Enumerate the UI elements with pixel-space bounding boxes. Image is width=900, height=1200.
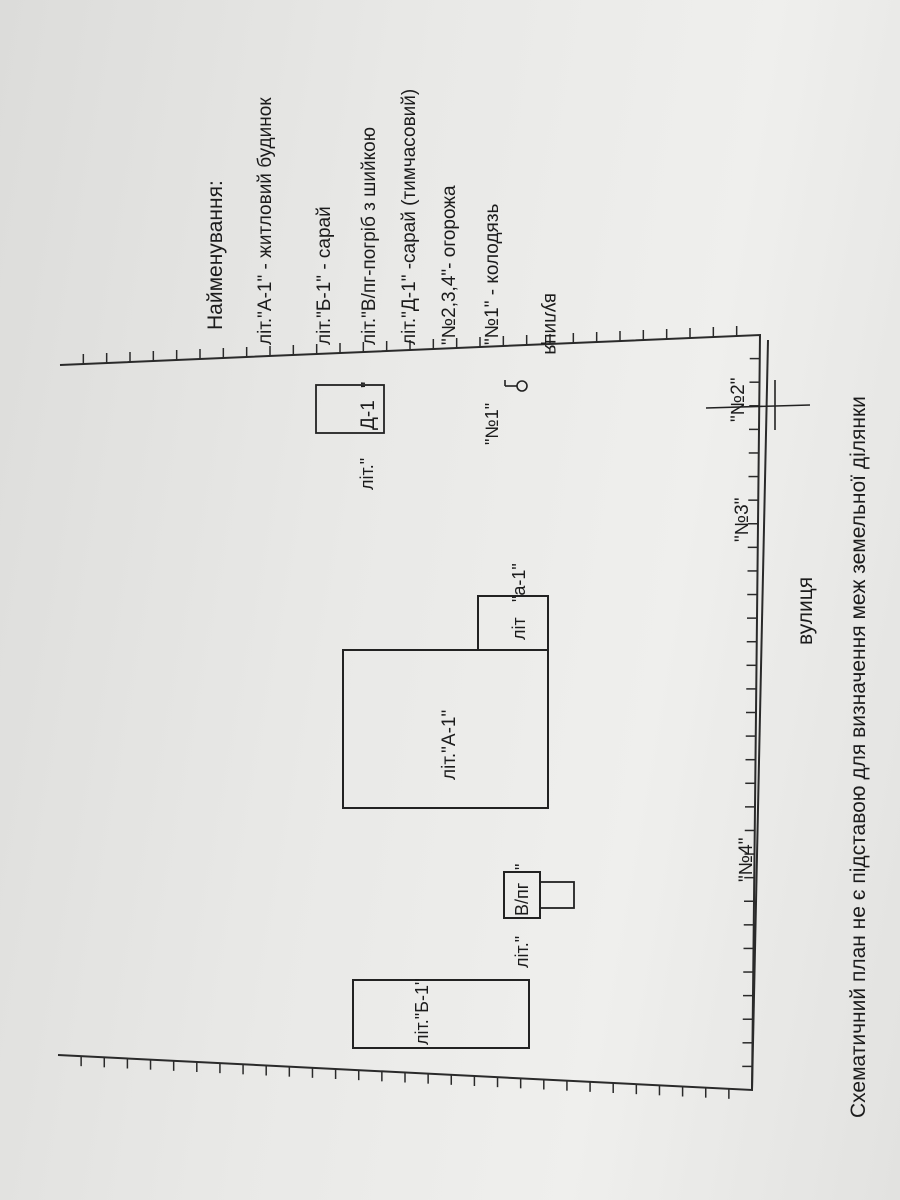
plot-boundary <box>57 333 762 1092</box>
legend-item-6: "№1" - колодязь <box>482 203 503 345</box>
legend-item-5: "№2,3,4"- огорожа <box>439 185 460 345</box>
disclaimer-caption: Схематичний план не є підставою для визн… <box>847 396 870 1118</box>
building-a1-label: літ."А-1" <box>439 710 460 780</box>
building-a1-annex-label: "а-1" <box>509 563 529 602</box>
legend-item-1: літ."А-1" - житловий будинок <box>255 97 276 345</box>
cellar-v-suffix: " <box>512 864 532 870</box>
building-a1-annex <box>477 595 549 651</box>
building-b1-label: літ."Б-1" <box>412 979 432 1045</box>
fence-n2-marker <box>705 404 811 409</box>
fence-n2-label: "№2" <box>728 378 749 422</box>
well-label: "№1" <box>482 403 502 445</box>
cellar-v-prefix: літ." <box>512 936 532 968</box>
shed-d1-suffix: " <box>358 382 378 388</box>
street-bottom-label: вулиця <box>794 577 817 645</box>
cellar-v-label: В/пг <box>512 882 532 916</box>
building-a1 <box>342 649 549 809</box>
shed-d1-box <box>315 384 385 434</box>
legend-title: Найменування: <box>204 180 227 330</box>
legend-item-4: літ."Д-1" -сарай (тимчасовий) <box>399 89 420 345</box>
fence-n3-label: "№3" <box>732 498 753 542</box>
boundary-ticks <box>80 326 760 1099</box>
fence-n4-label: "№4" <box>736 838 757 882</box>
street-right-label: вулиця <box>540 293 561 355</box>
cellar-v-neck <box>539 881 575 909</box>
shed-d1-prefix: літ." <box>357 458 377 490</box>
building-a1-annex-prefix: літ <box>509 617 529 640</box>
legend-item-3: літ."В/пг-погріб з шийкою <box>359 127 380 345</box>
well-icon <box>504 380 528 392</box>
fence-line-bottom <box>751 339 769 1091</box>
building-b1 <box>352 979 530 1049</box>
shed-d1-label: Д-1 <box>358 400 379 430</box>
legend-item-2: літ."Б-1" - сарай <box>314 206 335 345</box>
